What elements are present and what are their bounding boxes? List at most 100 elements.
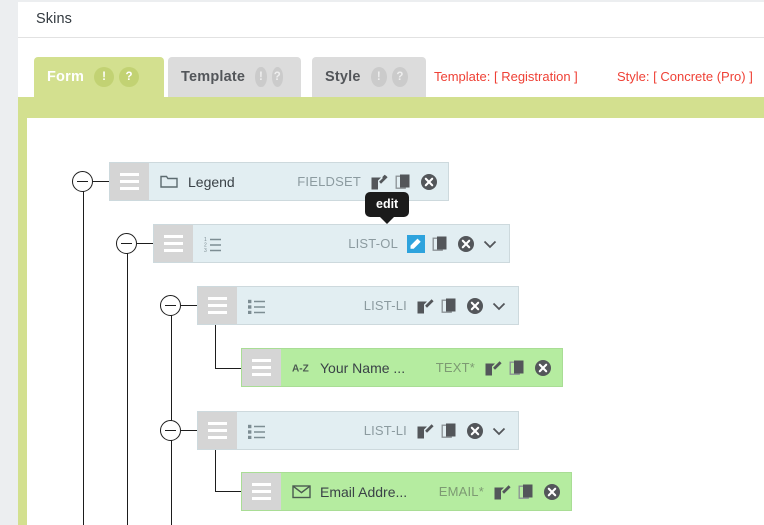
svg-text:2: 2 <box>204 242 207 248</box>
copy-icon[interactable] <box>441 422 459 440</box>
edit-icon[interactable] <box>484 359 502 377</box>
delete-icon[interactable] <box>534 359 552 377</box>
node-body: LIST-LI <box>237 287 518 324</box>
node-actions <box>484 359 552 377</box>
node-type-tag: LIST-LI <box>363 298 407 313</box>
tab-style-label: Style <box>325 69 361 85</box>
drag-handle-icon[interactable] <box>242 473 281 510</box>
tree-toggle-listli-1[interactable] <box>160 295 181 316</box>
folder-icon <box>160 172 182 192</box>
tree-node-text-field[interactable]: A-Z Your Name ... TEXT* <box>241 348 563 387</box>
tree-node-email-field[interactable]: Email Addre... EMAIL* <box>241 472 572 511</box>
node-actions <box>370 173 438 191</box>
tree-connector-legend <box>93 181 109 182</box>
meta-style-label: Style: [ Concrete (Pro) ] <box>617 69 753 84</box>
node-type-tag: LIST-LI <box>363 423 407 438</box>
window-titlebar: Skins <box>18 2 764 38</box>
tab-form[interactable]: Form ! ? <box>34 57 164 97</box>
tab-template-alert-badge[interactable]: ! <box>255 67 267 87</box>
tree-trunk-level2 <box>127 243 128 525</box>
copy-icon[interactable] <box>518 483 536 501</box>
drag-handle-icon[interactable] <box>242 349 281 386</box>
drag-handle-icon[interactable] <box>198 287 237 324</box>
tab-style-help-badge[interactable]: ? <box>391 67 408 87</box>
tree-connector-listli1 <box>181 305 197 306</box>
edit-icon[interactable] <box>493 483 511 501</box>
tab-style[interactable]: Style ! ? <box>312 57 426 97</box>
accent-bar-top <box>18 97 764 118</box>
copy-icon[interactable] <box>441 297 459 315</box>
drag-handle-icon[interactable] <box>110 163 149 200</box>
form-tree-canvas: Legend FIELDSET edit <box>27 118 764 525</box>
ordered-list-icon: 1 2 3 <box>204 234 226 254</box>
tab-form-label: Form <box>47 69 85 85</box>
chevron-down-icon[interactable] <box>481 235 499 253</box>
svg-text:A-Z: A-Z <box>292 363 309 374</box>
node-body: LIST-LI <box>237 412 518 449</box>
delete-icon[interactable] <box>420 173 438 191</box>
node-type-tag: LIST-OL <box>348 236 398 251</box>
tree-elbow-h-email <box>215 491 241 492</box>
node-type-tag: TEXT* <box>435 360 475 375</box>
tree-elbow-v-text <box>215 323 216 368</box>
drag-handle-icon[interactable] <box>154 225 193 262</box>
tree-connector-listli2 <box>181 430 197 431</box>
node-label: Email Addre... <box>320 483 408 500</box>
tab-form-help-badge[interactable]: ? <box>119 67 140 87</box>
delete-icon[interactable] <box>466 422 484 440</box>
edit-icon[interactable] <box>416 297 434 315</box>
bullet-list-icon <box>248 296 270 316</box>
node-body: Email Addre... EMAIL* <box>281 473 571 510</box>
node-actions <box>493 483 561 501</box>
delete-icon[interactable] <box>543 483 561 501</box>
node-body: Legend FIELDSET <box>149 163 448 200</box>
node-actions <box>416 422 484 440</box>
edit-icon[interactable] <box>407 234 425 253</box>
svg-text:3: 3 <box>204 248 207 252</box>
tree-trunk-level3 <box>171 305 172 525</box>
tree-node-list-li-2[interactable]: LIST-LI <box>197 411 519 450</box>
copy-icon[interactable] <box>395 173 413 191</box>
tree-node-list-li-1[interactable]: LIST-LI <box>197 286 519 325</box>
tab-style-alert-badge[interactable]: ! <box>370 67 387 87</box>
tree-toggle-legend[interactable] <box>72 171 93 192</box>
node-label: Legend <box>188 173 235 190</box>
chevron-down-icon[interactable] <box>490 422 508 440</box>
chevron-down-icon[interactable] <box>490 297 508 315</box>
tab-template[interactable]: Template ! ? <box>168 57 301 97</box>
tree-toggle-listli-2[interactable] <box>160 420 181 441</box>
copy-icon[interactable] <box>432 235 450 253</box>
bullet-list-icon <box>248 421 270 441</box>
tab-template-label: Template <box>181 69 246 85</box>
page-title: Skins <box>36 11 72 27</box>
node-actions <box>416 297 484 315</box>
accent-bar-left <box>18 97 27 525</box>
node-actions <box>407 234 475 253</box>
tree-toggle-listol[interactable] <box>116 233 137 254</box>
envelope-icon <box>292 482 314 502</box>
svg-text:1: 1 <box>204 237 207 243</box>
edit-tooltip: edit <box>365 192 410 224</box>
tree-connector-listol <box>137 243 153 244</box>
node-label: Your Name ... <box>320 359 406 376</box>
tree-node-list-ol[interactable]: 1 2 3 LIST-OL <box>153 224 510 263</box>
tab-template-help-badge[interactable]: ? <box>271 67 283 87</box>
node-type-tag: EMAIL* <box>438 484 484 499</box>
tree-node-fieldset[interactable]: Legend FIELDSET <box>109 162 449 201</box>
copy-icon[interactable] <box>509 359 527 377</box>
meta-template-label: Template: [ Registration ] <box>434 69 578 84</box>
alphabet-az-icon: A-Z <box>292 358 314 378</box>
edit-icon[interactable] <box>370 173 388 191</box>
tab-form-alert-badge[interactable]: ! <box>94 67 115 87</box>
node-body: 1 2 3 LIST-OL <box>193 225 509 262</box>
delete-icon[interactable] <box>457 235 475 253</box>
node-type-tag: FIELDSET <box>297 174 361 189</box>
tree-elbow-h-text <box>215 368 241 369</box>
node-body: A-Z Your Name ... TEXT* <box>281 349 562 386</box>
drag-handle-icon[interactable] <box>198 412 237 449</box>
delete-icon[interactable] <box>466 297 484 315</box>
tree-trunk-level1 <box>83 181 84 525</box>
tree-elbow-v-email <box>215 448 216 491</box>
edit-icon[interactable] <box>416 422 434 440</box>
